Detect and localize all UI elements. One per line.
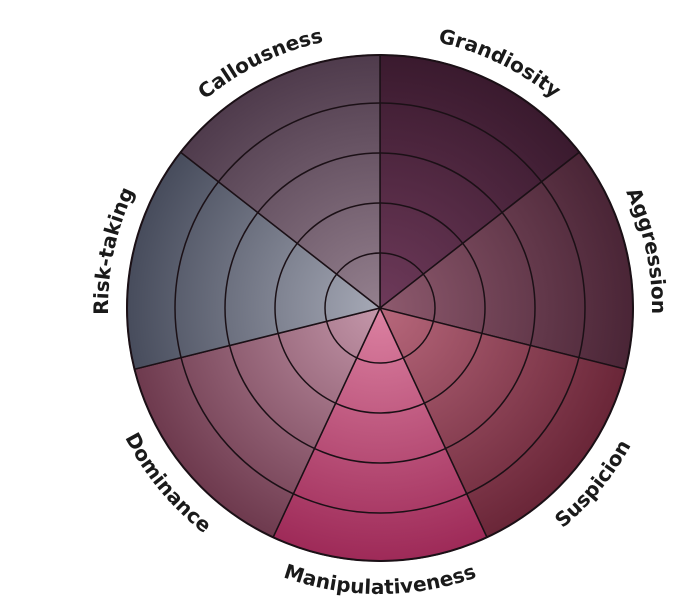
wheel-sectors: [126, 54, 634, 562]
outer-ring: [126, 54, 634, 562]
ring-3: [224, 152, 536, 464]
label-manipulativeness: Manipulativeness: [281, 559, 479, 599]
ring-4: [174, 102, 586, 514]
ring-2: [274, 202, 486, 414]
wheel-rings: [126, 54, 634, 562]
ring-1: [324, 252, 436, 364]
